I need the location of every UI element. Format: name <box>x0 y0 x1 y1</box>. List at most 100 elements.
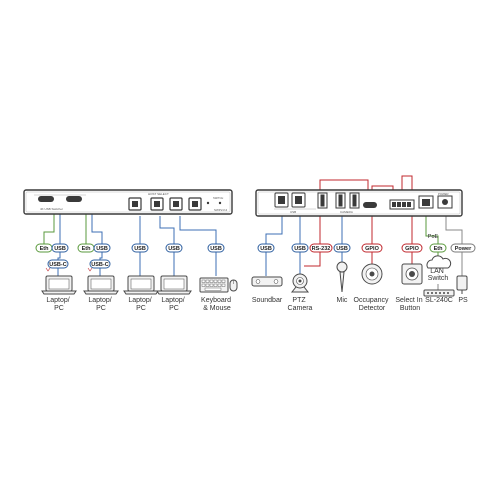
label-line: PC <box>96 305 106 312</box>
label-laptop-4: Laptop/ PC <box>161 297 186 312</box>
tag-usb-3 <box>131 243 149 253</box>
camera-label: CAMERA <box>340 210 353 214</box>
label-line: PC <box>54 305 64 312</box>
label-line: Laptop/ <box>161 297 184 304</box>
tag-usb-5-text: USB <box>210 246 222 252</box>
tag-usb-1-text: USB <box>54 246 66 252</box>
label-laptop-2: Laptop/ PC <box>88 297 113 312</box>
label-line: Keyboard <box>201 297 231 304</box>
tag-usb-6-text: USB <box>260 246 272 252</box>
sl240c-icon <box>423 289 455 297</box>
rear-panel-device: USB CAMERA POWER <box>255 189 463 217</box>
label-line: Switch <box>428 275 449 282</box>
tag-rs232-text: RS-232 <box>312 246 331 252</box>
line-power <box>445 210 463 276</box>
usb-b-ports <box>274 192 306 208</box>
label-laptop-1: Laptop/ PC <box>46 297 71 312</box>
select-in-button-icon <box>401 263 423 285</box>
gpio-terminal-block <box>389 199 415 210</box>
tag-usb-2-text: USB <box>96 246 108 252</box>
status-led <box>218 201 222 205</box>
tag-gpio-1-text: GPIO <box>365 246 379 252</box>
label-line: Occupancy <box>354 297 390 304</box>
ptz-camera-icon <box>290 273 310 293</box>
rs232-port <box>363 202 377 208</box>
tag-power-text: Power <box>455 246 472 252</box>
usb-a-ports <box>317 192 360 209</box>
connector-icon <box>87 267 93 272</box>
tag-usb-6 <box>257 243 275 253</box>
line-usb-6 <box>265 214 283 276</box>
device-labels: Laptop/ PC Laptop/ PC Laptop/ PC Laptop/… <box>46 268 468 312</box>
soundbar-icon <box>251 276 283 287</box>
tag-eth-3-text: Eth <box>434 246 444 252</box>
tag-gpio-2-text: GPIO <box>405 246 419 252</box>
model-id: SWP2-K4 <box>214 208 228 212</box>
label-line: Detector <box>359 305 386 312</box>
tag-usb-8 <box>333 243 351 253</box>
label-soundbar: Soundbar <box>252 297 283 304</box>
label-line: Laptop/ <box>88 297 111 304</box>
label-line: PC <box>136 305 146 312</box>
microphone-icon <box>336 261 348 293</box>
label-line: Laptop/ <box>46 297 69 304</box>
tag-usb-8-text: USB <box>336 246 348 252</box>
tag-rs232 <box>309 243 333 253</box>
keyboard-icon <box>199 277 229 293</box>
usb-c-connector-icons <box>45 267 93 272</box>
lan-switch-icon <box>426 255 452 269</box>
label-line: Laptop/ <box>128 297 151 304</box>
label-line: Mic <box>337 297 348 304</box>
label-line: Soundbar <box>252 297 283 304</box>
tag-eth-3 <box>429 243 447 253</box>
label-lan-switch: LAN Switch <box>428 268 449 282</box>
label-line: Button <box>400 305 420 312</box>
label-keyboard: Keyboard & Mouse <box>201 297 233 312</box>
ethernet-port <box>418 195 434 209</box>
label-ps: PS <box>458 297 468 304</box>
tag-usbc-2 <box>89 259 111 269</box>
host-select-label: HOST SELECT <box>148 192 169 196</box>
laptop-icon <box>83 275 119 295</box>
tag-usbc-1 <box>47 259 69 269</box>
usbc-port-2 <box>66 196 82 202</box>
line-usbc-2 <box>99 252 103 276</box>
devices <box>41 255 468 297</box>
label-select-in: Select In Button <box>395 297 424 312</box>
mouse-icon <box>229 279 238 292</box>
usb-switch-label: 4K USB Switcher <box>40 207 63 211</box>
tag-usb-4 <box>165 243 183 253</box>
line-eth-1 <box>43 214 55 244</box>
label-ptz-camera: PTZ Camera <box>288 297 313 312</box>
tag-poe-text: PoE <box>428 234 439 240</box>
tag-usb-7-text: USB <box>294 246 306 252</box>
power-port <box>437 195 453 209</box>
occupancy-detector-icon <box>361 263 383 285</box>
rear-usb-label: USB <box>290 210 296 214</box>
label-line: PS <box>458 297 468 304</box>
label-line: PTZ <box>292 297 306 304</box>
label-line: Camera <box>288 305 313 312</box>
line-usbc-1 <box>57 252 61 276</box>
model-label: SWITCH <box>213 196 223 200</box>
power-supply-icon <box>456 275 468 294</box>
line-usb-2 <box>91 214 103 244</box>
tag-eth-1-text: Eth <box>40 246 50 252</box>
line-usb-5 <box>179 216 217 276</box>
label-laptop-3: Laptop/ PC <box>128 297 153 312</box>
power-label: POWER <box>438 192 449 196</box>
tag-usbc-2-text: USB-C <box>91 262 108 268</box>
tag-usb-3-text: USB <box>134 246 146 252</box>
tag-usbc-1-text: USB-C <box>49 262 66 268</box>
tag-usb-7 <box>291 243 309 253</box>
connector-icon <box>45 267 51 272</box>
label-sl240c: SL-240C <box>425 297 453 304</box>
laptop-icon <box>156 275 192 295</box>
connector-tags: Eth USB USB-C Eth USB USB-C USB USB USB … <box>35 234 476 269</box>
tag-usb-4-text: USB <box>168 246 180 252</box>
label-line: Select In <box>395 297 422 304</box>
tag-usb-2 <box>93 243 111 253</box>
tag-power <box>450 243 476 253</box>
tag-usb-5 <box>207 243 225 253</box>
